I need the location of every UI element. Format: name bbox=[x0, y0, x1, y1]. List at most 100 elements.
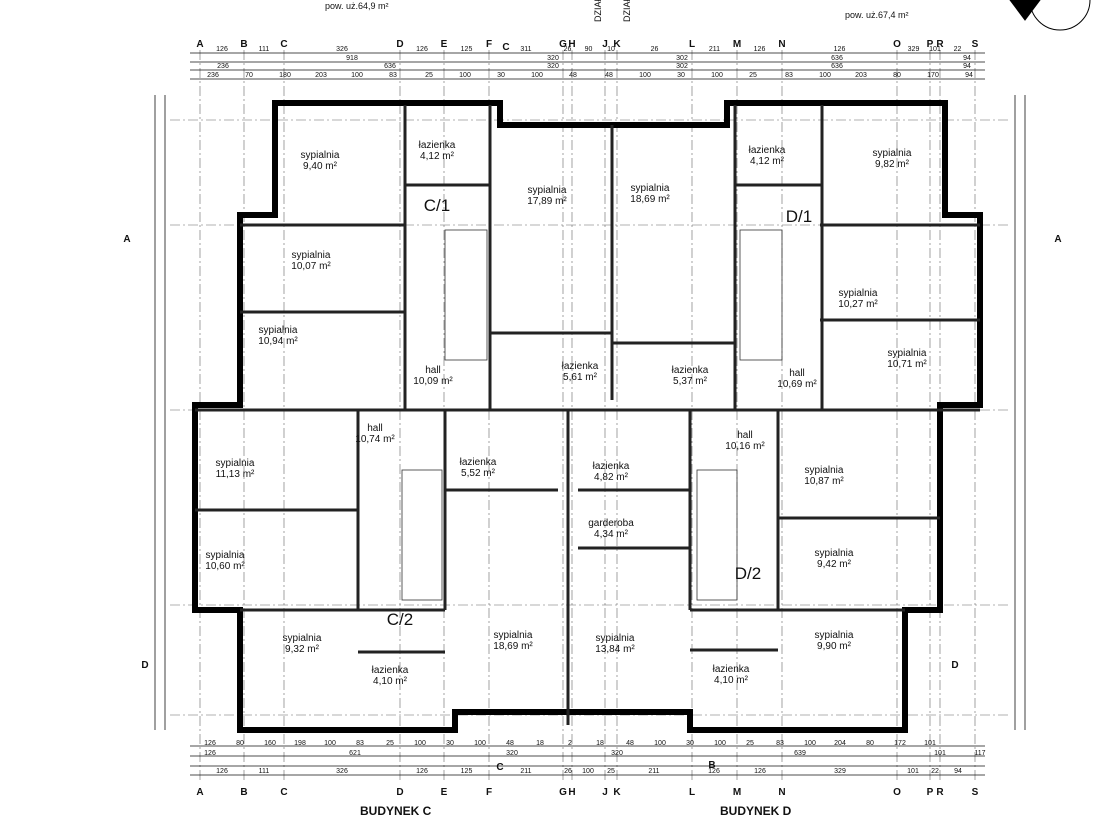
section-d-right: D bbox=[951, 660, 959, 671]
room-area: 4,34 m² bbox=[594, 529, 628, 540]
room-area: 5,61 m² bbox=[563, 372, 597, 383]
dimension-label: 621 bbox=[349, 750, 361, 757]
dimension-label: 211 bbox=[648, 768, 660, 775]
room-name: sypialnia bbox=[814, 548, 854, 559]
dimension-label: 636 bbox=[831, 63, 843, 70]
room-area: 5,37 m² bbox=[673, 376, 707, 387]
section-a-right: A bbox=[1054, 234, 1062, 245]
stairs-c1 bbox=[444, 229, 488, 361]
dimension-label: 111 bbox=[258, 46, 270, 53]
building-c-label: BUDYNEK C bbox=[360, 804, 432, 818]
dimension-label: 203 bbox=[315, 72, 327, 79]
room-area: 9,32 m² bbox=[285, 644, 319, 655]
room-name: sypialnia bbox=[282, 633, 322, 644]
dimension-label: 26 bbox=[564, 768, 572, 775]
room-name: sypialnia bbox=[838, 288, 878, 299]
room-area: 10,94 m² bbox=[258, 336, 298, 347]
dimension-label: 180 bbox=[279, 72, 291, 79]
dimension-label: 204 bbox=[834, 740, 846, 747]
dimension-label: 311 bbox=[520, 46, 532, 53]
unit-c2-label: C/2 bbox=[386, 610, 414, 629]
axis-label: P bbox=[926, 39, 934, 50]
dimension-label: 329 bbox=[907, 46, 920, 53]
axis-label: J bbox=[602, 787, 608, 798]
axis-label: M bbox=[732, 787, 742, 798]
building-d-label: BUDYNEK D bbox=[720, 804, 792, 818]
dimension-label: 211 bbox=[708, 46, 721, 53]
dimension-label: 100 bbox=[414, 740, 426, 747]
dimension-label: 100 bbox=[531, 72, 543, 79]
dimension-label: 83 bbox=[776, 740, 784, 747]
axis-label: C bbox=[280, 39, 288, 50]
dimension-label: 80 bbox=[866, 740, 874, 747]
dimension-label: 48 bbox=[506, 740, 514, 747]
axis-label: F bbox=[485, 787, 493, 798]
axis-label: E bbox=[440, 39, 448, 50]
plot-label-right: DZIAŁ bbox=[622, 0, 632, 22]
dimension-label: 211 bbox=[520, 768, 532, 775]
room-name: hall bbox=[789, 368, 805, 379]
dimension-label: 126 bbox=[204, 750, 216, 757]
dimension-label: 70 bbox=[245, 72, 253, 79]
room-name: sypialnia bbox=[804, 465, 844, 476]
room-area: 10,16 m² bbox=[725, 441, 765, 452]
outer-wall bbox=[192, 100, 983, 733]
room-name: sypialnia bbox=[300, 150, 340, 161]
dimension-label: 320 bbox=[611, 750, 623, 757]
room-area: 10,74 m² bbox=[355, 434, 395, 445]
axis-label: S bbox=[971, 39, 979, 50]
dimension-label: 111 bbox=[258, 768, 270, 775]
room-name: hall bbox=[367, 423, 383, 434]
room-area: 9,82 m² bbox=[875, 159, 909, 170]
axis-label: C bbox=[280, 787, 288, 798]
dimension-label: 198 bbox=[294, 740, 306, 747]
axis-label: F bbox=[485, 39, 493, 50]
room-area: 4,82 m² bbox=[594, 472, 628, 483]
room-area: 10,09 m² bbox=[413, 376, 453, 387]
dimension-label: 94 bbox=[965, 72, 973, 79]
dimension-label: 126 bbox=[708, 768, 720, 775]
room-name: sypialnia bbox=[215, 458, 255, 469]
dimension-label: 126 bbox=[833, 46, 846, 53]
room-name: sypialnia bbox=[872, 148, 912, 159]
dimension-label: 326 bbox=[336, 768, 348, 775]
axis-label: A bbox=[196, 787, 204, 798]
dimension-lines bbox=[154, 52, 1026, 776]
room-name: sypialnia bbox=[595, 633, 635, 644]
dimension-label: 48 bbox=[569, 72, 577, 79]
dimension-label: 918 bbox=[346, 55, 358, 62]
dimension-label: 117 bbox=[974, 750, 986, 757]
dimension-label: 320 bbox=[547, 63, 559, 70]
room-name: sypialnia bbox=[814, 630, 854, 641]
dimension-label: 125 bbox=[460, 46, 473, 53]
dimension-label: 83 bbox=[389, 72, 397, 79]
room-area: 9,90 m² bbox=[817, 641, 851, 652]
room-area: 4,10 m² bbox=[714, 675, 748, 686]
dimension-label: 126 bbox=[204, 740, 216, 747]
dimension-label: 26 bbox=[650, 46, 659, 53]
room-name: sypialnia bbox=[527, 185, 567, 196]
axis-label: G bbox=[559, 787, 567, 798]
dimension-label: 48 bbox=[626, 740, 634, 747]
room-area: 4,10 m² bbox=[373, 676, 407, 687]
area-c-label: pow. uż.64,9 m² bbox=[325, 1, 389, 11]
section-c-top: C bbox=[502, 42, 510, 53]
room-area: 10,69 m² bbox=[777, 379, 817, 390]
dimension-label: 100 bbox=[351, 72, 363, 79]
dimension-label: 30 bbox=[446, 740, 454, 747]
dimension-label: 100 bbox=[639, 72, 651, 79]
dimension-label: 100 bbox=[804, 740, 816, 747]
dimension-label: 126 bbox=[754, 768, 766, 775]
room-area: 11,13 m² bbox=[215, 469, 255, 480]
room-area: 10,60 m² bbox=[205, 561, 245, 572]
